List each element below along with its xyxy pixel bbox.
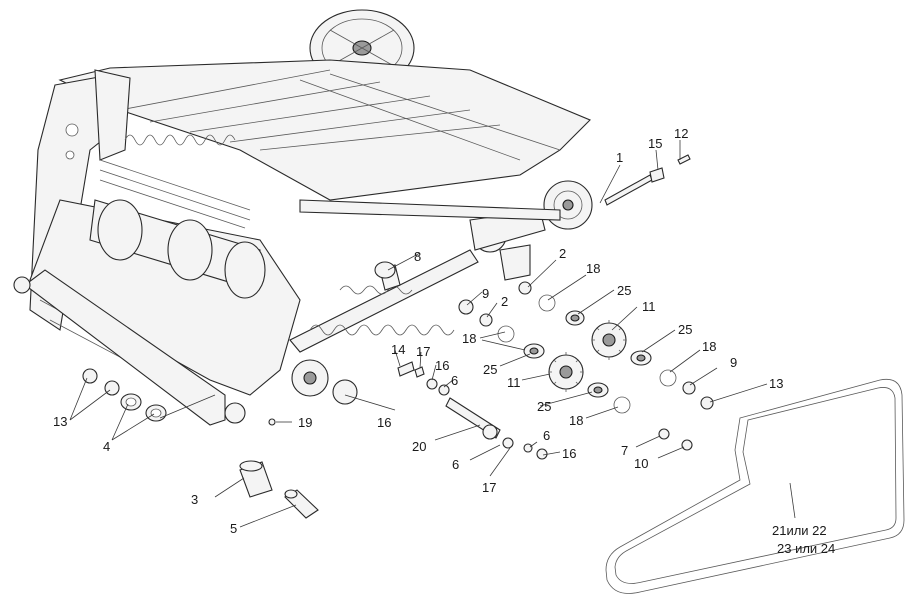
callout-label: 17	[416, 344, 430, 359]
callout-label: 6	[543, 428, 550, 443]
washer-part	[658, 428, 670, 440]
bolt-part	[268, 418, 276, 426]
callout-label: 6	[451, 373, 458, 388]
nut-part	[700, 396, 714, 410]
drive-belt	[605, 378, 905, 594]
callout-labels: 1 12 15 2 8 18 25 9 2 11 18 25 14 17 16 …	[53, 126, 835, 556]
callout-label: 2	[501, 294, 508, 309]
callout-label: 18	[462, 331, 476, 346]
callout-label: 9	[482, 286, 489, 301]
leader-lines	[69, 140, 796, 528]
callout-label: 11	[507, 375, 521, 390]
callout-label: 18	[569, 413, 583, 428]
callout-label: 10	[634, 456, 648, 471]
callout-label: 5	[230, 521, 237, 536]
callout-label: 4	[103, 439, 110, 454]
callout-label: 14	[391, 342, 405, 357]
callout-label: 18	[586, 261, 600, 276]
callout-label: 12	[674, 126, 688, 141]
callout-label: 6	[452, 457, 459, 472]
nut-part	[104, 380, 120, 396]
callout-label: 25	[537, 399, 551, 414]
circlip-part	[497, 325, 515, 343]
circlip-part	[613, 396, 631, 414]
callout-label: 13	[769, 376, 783, 391]
callout-label: 1	[616, 150, 623, 165]
callout-label: 16	[435, 358, 449, 373]
callout-label: 21или 22	[772, 523, 827, 538]
callout-label: 9	[730, 355, 737, 370]
callout-label: 20	[412, 439, 426, 454]
callout-label: 23 или 24	[777, 541, 835, 556]
nut-part	[681, 439, 693, 451]
washer-part	[458, 299, 474, 315]
callout-label: 25	[483, 362, 497, 377]
circlip-part	[538, 294, 556, 312]
washer-part	[518, 281, 532, 295]
callout-label: 18	[702, 339, 716, 354]
clip-part	[649, 167, 665, 183]
callout-label: 7	[621, 443, 628, 458]
callout-label: 17	[482, 480, 496, 495]
callout-label: 19	[298, 415, 312, 430]
header-frame-assembly	[13, 9, 593, 426]
callout-label: 11	[642, 299, 656, 314]
washer-part	[479, 313, 493, 327]
callout-label: 16	[562, 446, 576, 461]
callout-label: 13	[53, 414, 67, 429]
callout-label: 25	[678, 322, 692, 337]
callout-label: 25	[617, 283, 631, 298]
callout-label: 2	[559, 246, 566, 261]
callout-label: 8	[414, 249, 421, 264]
callout-label: 3	[191, 492, 198, 507]
washer-part	[682, 381, 696, 395]
bolt-part	[677, 154, 691, 165]
circlip-part	[659, 369, 677, 387]
nut-part	[82, 368, 98, 384]
callout-label: 15	[648, 136, 662, 151]
callout-label: 16	[377, 415, 391, 430]
exploded-parts	[82, 154, 905, 594]
